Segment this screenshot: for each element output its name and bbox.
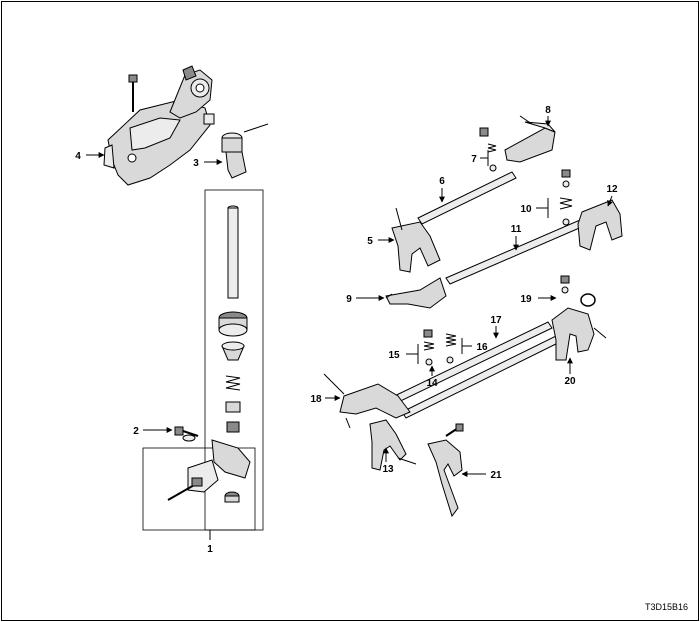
- part-5-shift-fork: [391, 207, 441, 273]
- callout-20: 20: [564, 376, 576, 387]
- callout-1: 1: [207, 544, 213, 555]
- callout-16: 16: [476, 342, 488, 353]
- callout-3: 3: [193, 158, 199, 169]
- part-4-lever-bracket: [103, 65, 215, 186]
- part-17-shift-rail: [381, 321, 565, 419]
- callout-13: 13: [382, 464, 394, 475]
- callout-labels: 1 2 3 4 5 6 7 8 9 10 11 12 13 14 15 16 1…: [75, 105, 618, 555]
- callout-7: 7: [471, 154, 477, 165]
- callout-21: 21: [490, 470, 502, 481]
- part-18-shift-arm: [323, 373, 411, 429]
- part-20-shift-fork: [551, 307, 607, 361]
- leader-lines: [86, 116, 613, 540]
- part-12-shift-fork: [577, 199, 623, 251]
- part-1-subgroup-frame: [142, 447, 256, 531]
- callout-11: 11: [511, 224, 522, 235]
- part-3-lever-cap: [221, 123, 269, 179]
- callout-10: 10: [520, 204, 532, 215]
- part-9-shift-arm: [385, 277, 447, 309]
- callout-5: 5: [367, 236, 373, 247]
- part-19-detent-set: [560, 275, 596, 307]
- part-6-shift-rail: [417, 171, 517, 225]
- callout-9: 9: [346, 294, 352, 305]
- part-1-control-shaft: [218, 205, 248, 433]
- part-7-detent-set: [479, 127, 497, 172]
- part-13-shift-fork: [369, 419, 417, 471]
- callout-18: 18: [310, 394, 322, 405]
- callout-17: 17: [490, 315, 502, 326]
- part-15-detent-set: [423, 329, 435, 366]
- callout-14: 14: [426, 378, 438, 389]
- callout-8: 8: [545, 105, 551, 116]
- part-1-detent-bracket: [167, 439, 251, 503]
- callout-12: 12: [606, 184, 618, 195]
- figure-code: T3D15B16: [645, 602, 688, 612]
- callout-15: 15: [388, 350, 400, 361]
- callout-2: 2: [133, 426, 139, 437]
- part-2-bolt: [174, 426, 199, 442]
- part-16-detent-set: [445, 333, 457, 364]
- callout-6: 6: [439, 176, 445, 187]
- callout-19: 19: [520, 294, 532, 305]
- part-10-detent-set: [559, 169, 573, 226]
- callout-4: 4: [75, 151, 81, 162]
- part-21-shift-fork: [427, 423, 464, 518]
